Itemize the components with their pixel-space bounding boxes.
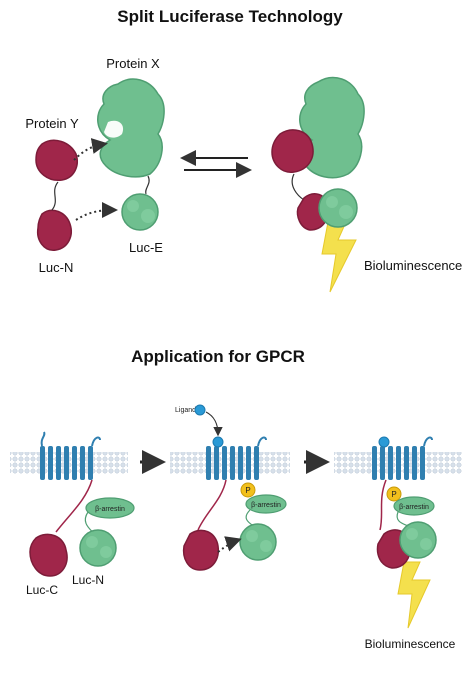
top-title: Split Luciferase Technology xyxy=(117,7,343,26)
c-terminus-1 xyxy=(55,479,93,533)
protein-y-right xyxy=(271,129,314,173)
ligand-bound-3 xyxy=(378,436,390,448)
c-terminus-2 xyxy=(197,479,227,531)
phosphate-label-2: P xyxy=(245,486,250,495)
arrestin-label-3: β-arrestin xyxy=(399,504,429,511)
bottom-title: Application for GPCR xyxy=(131,347,305,366)
protein-y-label: Protein Y xyxy=(25,116,79,131)
phosphate-3 xyxy=(386,486,402,502)
linker-y-lucn xyxy=(51,181,59,211)
approach-arrow-bottom xyxy=(217,536,242,553)
luciferase-complete-top xyxy=(296,188,358,231)
c-terminus-3 xyxy=(379,479,387,531)
gpcr-receptor-2 xyxy=(206,436,267,480)
protein-x-right xyxy=(299,76,365,179)
luc-e-left xyxy=(121,193,159,231)
phosphate-2 xyxy=(240,482,256,498)
bolt-top xyxy=(321,221,357,293)
arrestin-panel3 xyxy=(393,496,435,516)
luc-c-panel2 xyxy=(182,529,220,571)
luc-n-panel1 xyxy=(79,529,117,567)
luc-n-label-bottom: Luc-N xyxy=(72,573,104,587)
equilibrium-arrows xyxy=(180,150,252,178)
protein-x-left xyxy=(97,78,165,178)
bioluminescence-bottom-label: Bioluminescence xyxy=(365,637,456,651)
phosphate-label-3: P xyxy=(391,490,396,499)
ligand-free xyxy=(194,404,206,416)
bolt-bottom xyxy=(397,561,431,629)
luciferase-complete-bottom xyxy=(376,521,437,569)
protein-y-left xyxy=(35,139,78,181)
luc-c-label: Luc-C xyxy=(26,583,58,597)
arrestin-panel2 xyxy=(245,494,287,514)
bioluminescence-top-label: Bioluminescence xyxy=(364,258,462,273)
linker-x-luce xyxy=(145,175,150,195)
arrestin-panel1 xyxy=(85,497,135,519)
luc-n-label: Luc-N xyxy=(39,260,74,275)
luc-n-panel2 xyxy=(239,523,277,561)
gpcr-receptor-1 xyxy=(40,431,101,480)
arrestin-label-1: β-arrestin xyxy=(95,506,125,513)
linker-right xyxy=(291,173,305,201)
luc-e-label: Luc-E xyxy=(129,240,163,255)
gpcr-receptor-3 xyxy=(372,436,433,480)
ligand-label: Ligand xyxy=(175,407,196,414)
protein-x-label: Protein X xyxy=(106,56,160,71)
luc-n-left xyxy=(36,209,72,251)
ligand-arrow xyxy=(205,411,223,437)
ligand-bound-2 xyxy=(212,436,224,448)
approach-arrow-y xyxy=(73,138,108,161)
luc-c-panel1 xyxy=(29,533,68,577)
approach-arrow-n xyxy=(75,202,118,221)
arrestin-label-2: β-arrestin xyxy=(251,502,281,509)
